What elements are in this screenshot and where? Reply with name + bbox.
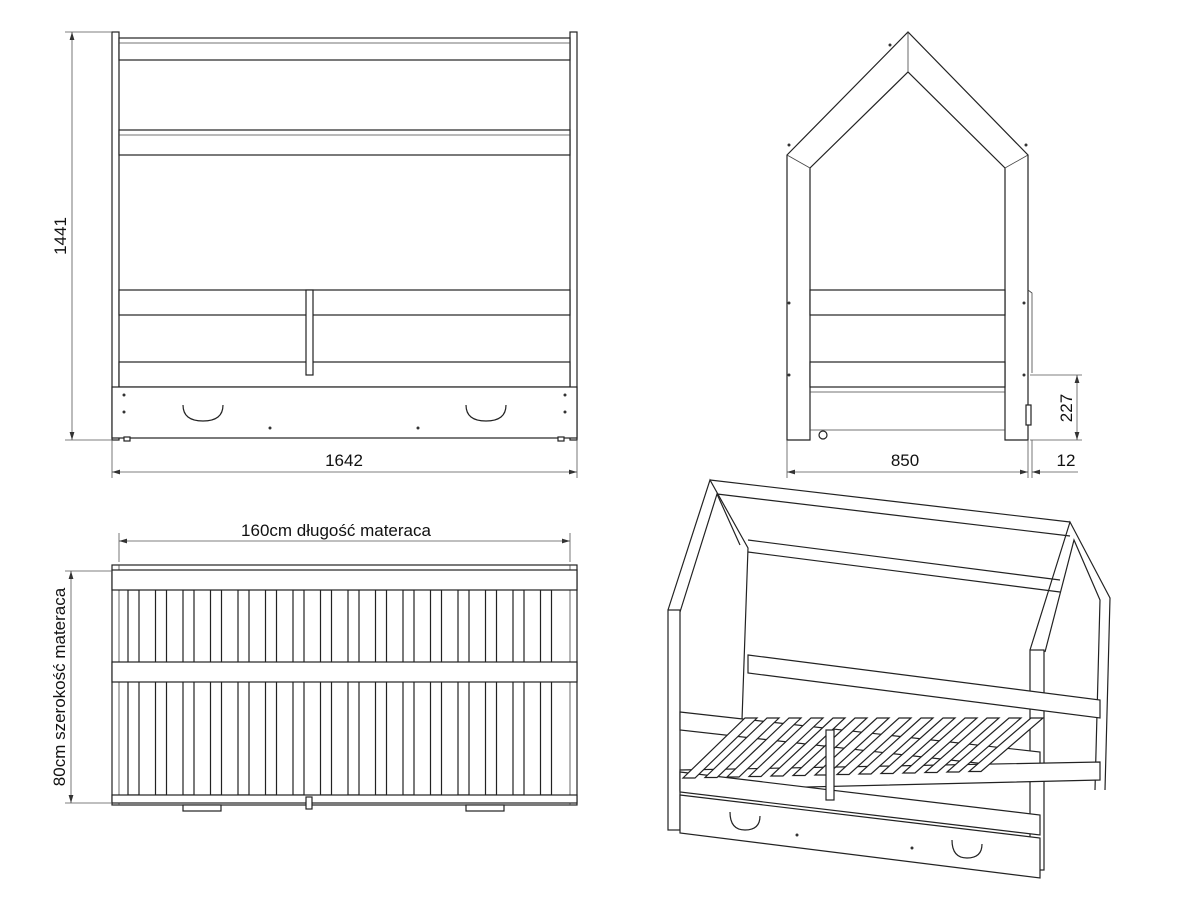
slat [374, 589, 388, 796]
top-front-rail [111, 794, 578, 804]
drawer-wheel [818, 430, 828, 440]
slat [747, 717, 825, 778]
slat [967, 717, 1045, 773]
persp-drawer [679, 794, 1041, 879]
slat [835, 717, 913, 776]
mattress-width-label: 80cm szerokość materaca [50, 587, 69, 786]
slat [237, 589, 250, 796]
slat [945, 717, 1023, 773]
persp-front-gable [1029, 520, 1111, 791]
front-left-post [111, 31, 120, 441]
drawer-height-label: 227 [1057, 394, 1076, 422]
front-right-post [569, 31, 578, 441]
front-view [111, 31, 578, 442]
slat [539, 589, 553, 796]
slat [923, 717, 1001, 774]
top-frame [111, 564, 578, 806]
slat [857, 717, 935, 775]
top-dimensions: 160cm długość materaca 80cm szerokość ma… [50, 521, 571, 804]
front-middle-beam [118, 129, 571, 156]
slat [725, 717, 803, 778]
drawer-handle-right [465, 404, 507, 422]
side-dimensions: 850 12 227 [786, 374, 1082, 478]
front-guard-rail [118, 289, 571, 316]
perspective-view [667, 478, 1111, 879]
side-upper-rail [809, 289, 1006, 316]
slat [429, 589, 443, 796]
front-drawer [111, 386, 578, 439]
height-label: 1441 [51, 217, 70, 255]
slat [347, 589, 360, 796]
slat [264, 589, 278, 796]
side-width-label: 850 [891, 451, 919, 470]
mattress-length-label: 160cm długość materaca [241, 521, 431, 540]
front-lower-rail [118, 361, 571, 388]
slat [512, 589, 525, 796]
width-label: 1642 [325, 451, 363, 470]
top-middle-beam [111, 661, 578, 683]
slat [901, 717, 979, 774]
side-offset-label: 12 [1057, 451, 1076, 470]
side-view [786, 31, 1033, 441]
persp-back-gable [667, 478, 749, 721]
slat [879, 717, 957, 775]
drawer-handle-left [182, 404, 224, 422]
slat [127, 589, 140, 796]
slat [154, 589, 168, 796]
slat [457, 589, 470, 796]
top-view [111, 564, 578, 812]
slat [292, 589, 305, 796]
slat [319, 589, 333, 796]
front-top-beam [118, 37, 571, 61]
front-width-dimension: 1642 [111, 440, 578, 478]
side-lower-rail [809, 361, 1006, 388]
slat [484, 589, 498, 796]
slat [703, 717, 781, 779]
slat [209, 589, 223, 796]
front-height-dimension: 1441 [51, 31, 112, 441]
front-center-post [305, 289, 314, 376]
slat [182, 589, 195, 796]
slat [402, 589, 415, 796]
top-head-beam [111, 569, 578, 591]
slat [681, 717, 759, 779]
